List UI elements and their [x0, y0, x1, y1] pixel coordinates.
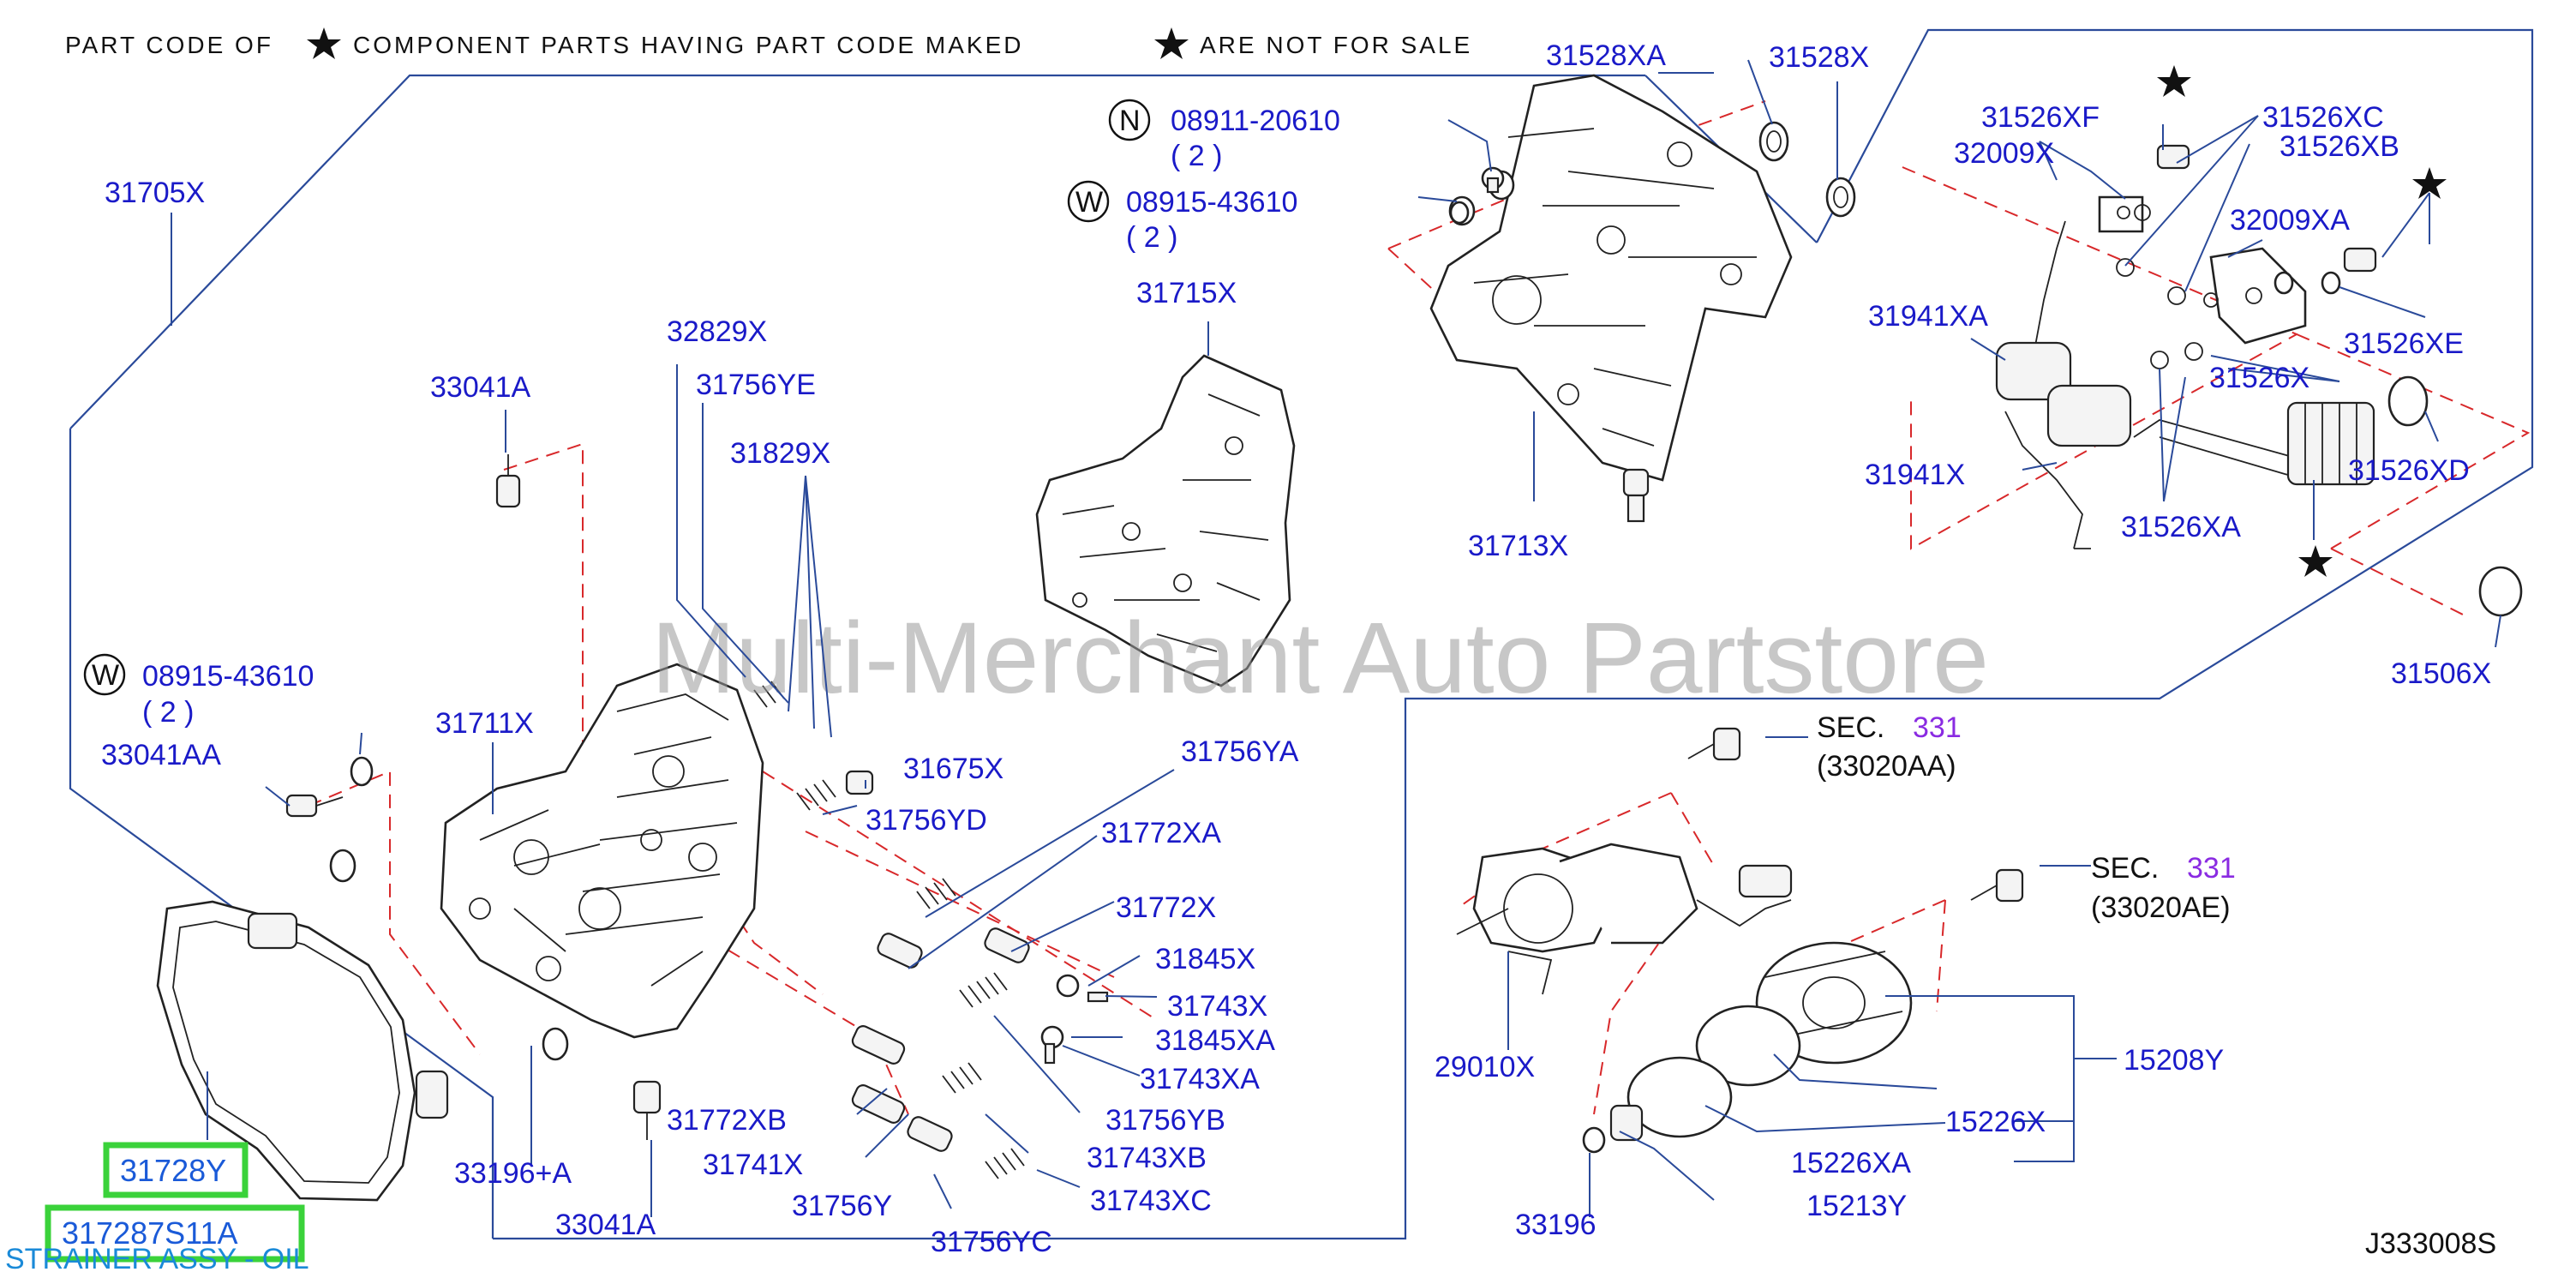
leader-lines	[171, 59, 2501, 1217]
label-31715x: 31715X	[1136, 277, 1237, 309]
label-31743xb: 31743XB	[1087, 1142, 1207, 1174]
header-not-for-sale: ARE NOT FOR SALE	[1200, 32, 1472, 58]
fastener-w-qty-left: ( 2 )	[142, 696, 194, 729]
label-15208y: 15208Y	[2124, 1044, 2224, 1077]
label-32009x: 32009X	[1954, 137, 2054, 170]
label-31756ye: 31756YE	[696, 369, 816, 401]
section-sec2-ref: (33020AE)	[2091, 891, 2231, 924]
label-29010x: 29010X	[1435, 1051, 1535, 1083]
header-part-code-of: PART CODE OF	[65, 32, 273, 58]
star-icon	[307, 27, 341, 59]
label-31526xc: 31526XC	[2262, 101, 2384, 134]
header-component-parts: COMPONENT PARTS HAVING PART CODE MAKED	[353, 32, 1024, 58]
label-31845x: 31845X	[1155, 943, 1255, 975]
label-33196: 33196	[1515, 1209, 1597, 1241]
label-33041a-bot: 33041A	[555, 1209, 656, 1241]
star-icon	[2412, 167, 2447, 199]
label-31743xa: 31743XA	[1140, 1063, 1260, 1095]
label-15226x: 15226X	[1945, 1106, 2046, 1138]
label-15213y: 15213Y	[1806, 1190, 1907, 1222]
assembly-guide-lines	[308, 100, 2531, 1115]
label-31756yb: 31756YB	[1105, 1104, 1225, 1137]
label-15226xa: 15226XA	[1791, 1147, 1911, 1179]
section-sec1-number: 331	[1913, 711, 1962, 744]
n-symbol-circle	[1108, 99, 1151, 141]
label-31528xa: 31528XA	[1546, 39, 1666, 72]
highlight-part-317287s11a[interactable]: 317287S11A	[45, 1204, 305, 1263]
watermark-text: Multi-Merchant Auto Partstore	[651, 602, 1989, 715]
section-sec1-ref: (33020AA)	[1817, 750, 1956, 783]
fastener-w-part-left: 08915-43610	[142, 660, 314, 693]
label-33196a: 33196+A	[454, 1157, 572, 1190]
w-symbol-letter-top: W	[1075, 186, 1103, 219]
label-31526xa: 31526XA	[2121, 511, 2241, 543]
label-31845xa: 31845XA	[1155, 1024, 1275, 1057]
fastener-w-qty-top: ( 2 )	[1126, 221, 1177, 254]
pump-drawing	[1582, 941, 1913, 1154]
label-31756ya: 31756YA	[1181, 735, 1299, 768]
w-symbol-letter-left: W	[92, 659, 119, 692]
bolts-drawing	[285, 166, 2024, 1140]
label-33041a-top: 33041A	[430, 371, 531, 404]
section-sec2: SEC.	[2091, 852, 2159, 885]
label-31756yc: 31756YC	[931, 1226, 1052, 1258]
label-31526xf: 31526XF	[1981, 101, 2100, 134]
label-32829x: 32829X	[667, 315, 767, 348]
label-31941x: 31941X	[1865, 459, 1965, 491]
section-sec1: SEC.	[1817, 711, 1884, 744]
label-31526x: 31526X	[2209, 362, 2309, 394]
label-31506x: 31506X	[2391, 657, 2491, 690]
highlight-part1-text: 31728Y	[120, 1153, 226, 1188]
label-31743xc: 31743XC	[1090, 1185, 1212, 1217]
star-icon	[2157, 65, 2191, 97]
label-31772x: 31772X	[1116, 891, 1216, 924]
label-31713x: 31713X	[1468, 530, 1568, 562]
label-31526xd: 31526XD	[2348, 454, 2470, 487]
label-31528x: 31528X	[1769, 41, 1869, 74]
w-symbol-circle-top	[1067, 180, 1110, 223]
label-31941xa: 31941XA	[1868, 300, 1988, 333]
star-icon	[1154, 27, 1189, 59]
fastener-w-part-top: 08915-43610	[1126, 186, 1297, 219]
label-31741x: 31741X	[703, 1149, 803, 1181]
label-31756yd: 31756YD	[866, 804, 987, 837]
label-31772xb: 31772XB	[667, 1104, 787, 1137]
w-symbol-circle-left	[83, 653, 126, 696]
upper-valve-body-drawing	[1429, 74, 1793, 482]
section-sec2-number: 331	[2187, 852, 2236, 885]
star-icon	[2298, 545, 2333, 577]
label-31829x: 31829X	[730, 437, 830, 470]
label-33041aa: 33041AA	[101, 739, 221, 771]
highlight-part2-text: 317287S11A	[62, 1215, 238, 1251]
label-31756y: 31756Y	[792, 1190, 892, 1222]
highlight-part-31728y[interactable]: 31728Y	[103, 1142, 249, 1198]
part-description: STRAINER ASSY - OIL	[5, 1243, 309, 1272]
n-symbol-letter: N	[1119, 105, 1141, 137]
fastener-n-qty: ( 2 )	[1171, 140, 1222, 172]
oil-strainer-drawing	[156, 900, 449, 1202]
label-31526xb: 31526XB	[2279, 130, 2399, 163]
label-32009xa: 32009XA	[2230, 204, 2350, 237]
label-31675x: 31675X	[903, 753, 1003, 785]
diagram-code: J333008S	[2365, 1227, 2496, 1260]
lower-valve-body-drawing	[440, 663, 764, 1039]
motor-drawing	[1456, 843, 1793, 995]
fastener-n-part: 08911-20610	[1171, 105, 1340, 137]
label-31743x: 31743X	[1167, 990, 1267, 1023]
label-31526xe: 31526XE	[2344, 327, 2464, 360]
label-31772xa: 31772XA	[1101, 817, 1221, 849]
separator-plate-drawing	[1035, 354, 1296, 687]
label-31705x: 31705X	[105, 177, 205, 209]
label-31711x: 31711X	[435, 707, 534, 740]
